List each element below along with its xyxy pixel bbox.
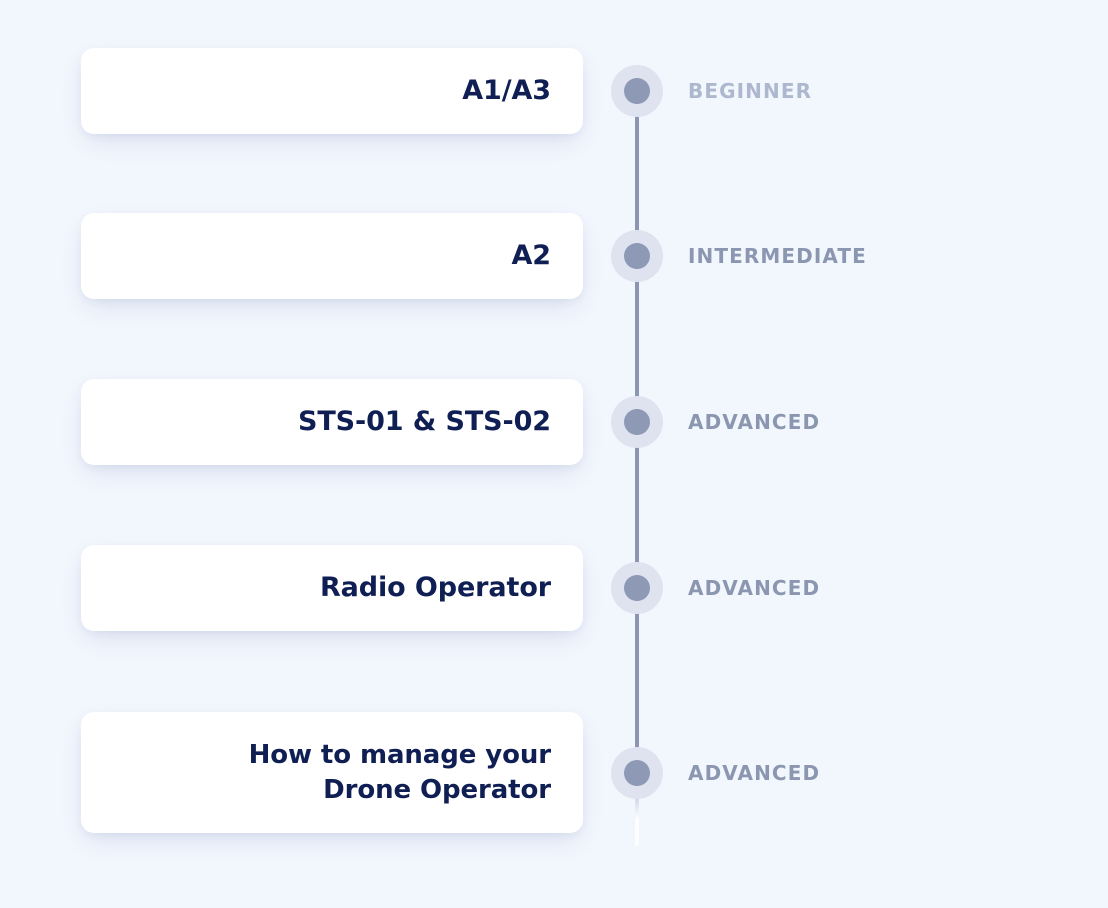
timeline-dot-inner-icon <box>624 78 650 104</box>
course-card-title: STS-01 & STS-02 <box>297 406 551 438</box>
course-card-radio-operator[interactable]: Radio Operator <box>81 545 583 631</box>
timeline-rail <box>635 90 639 846</box>
timeline-dot-icon <box>611 746 663 799</box>
stage-label-advanced: ADVANCED <box>688 410 821 434</box>
timeline-dot-icon <box>611 562 663 614</box>
course-card-a1-a3[interactable]: A1/A3 <box>81 48 583 134</box>
timeline-row: A1/A3 BEGINNER <box>0 48 1108 134</box>
timeline-row: Radio Operator ADVANCED <box>0 545 1108 631</box>
course-card-a2[interactable]: A2 <box>81 213 583 299</box>
timeline-dot-inner-icon <box>624 575 650 601</box>
timeline-row: A2 INTERMEDIATE <box>0 213 1108 299</box>
stage-label-advanced: ADVANCED <box>688 760 821 785</box>
timeline-dot-inner-icon <box>624 409 650 435</box>
timeline-dot-icon <box>611 396 663 448</box>
timeline-dot-icon <box>611 65 663 117</box>
course-card-drone-operator[interactable]: How to manage your Drone Operator <box>81 712 583 833</box>
stage-label-beginner: BEGINNER <box>688 79 813 103</box>
course-card-title: A1/A3 <box>462 75 551 107</box>
stage-label-advanced: ADVANCED <box>688 576 821 600</box>
timeline-dot-inner-icon <box>624 243 650 269</box>
course-card-title: A2 <box>511 240 552 272</box>
timeline-row: STS-01 & STS-02 ADVANCED <box>0 379 1108 465</box>
timeline-row: How to manage your Drone Operator ADVANC… <box>0 712 1108 833</box>
timeline-dot-icon <box>611 230 663 282</box>
stage-label-intermediate: INTERMEDIATE <box>688 244 867 268</box>
course-card-title: How to manage your Drone Operator <box>248 740 551 805</box>
course-card-title: Radio Operator <box>319 572 551 604</box>
course-card-sts[interactable]: STS-01 & STS-02 <box>81 379 583 465</box>
timeline-dot-inner-icon <box>624 759 650 786</box>
